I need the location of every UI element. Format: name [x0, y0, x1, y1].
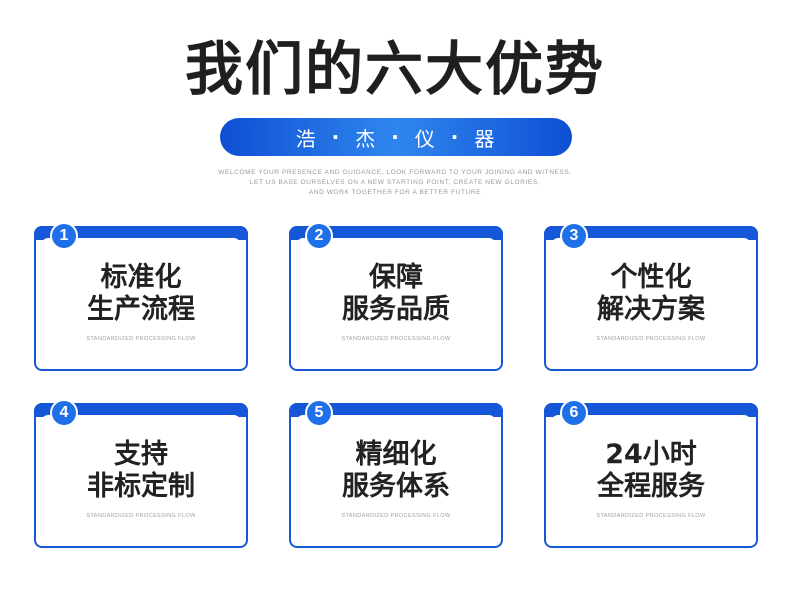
advantage-card-3: 3 个性化 解决方案 STANDARDIZED PROCESSING FLOW — [544, 222, 758, 371]
card-body — [552, 415, 750, 540]
tagline-line: WELCOME YOUR PRESENCE AND GUIDANCE, LOOK… — [218, 169, 572, 176]
card-heading: 支持 非标定制 — [36, 439, 246, 503]
card-header-band — [34, 403, 248, 417]
advantage-card-6: 6 24小时 全程服务 STANDARDIZED PROCESSING FLOW — [544, 399, 758, 548]
card-heading-line: 支持 — [114, 439, 168, 470]
card-body — [42, 238, 240, 363]
separator-dot: · — [391, 125, 401, 149]
card-heading: 标准化 生产流程 — [36, 262, 246, 326]
card-subtitle: STANDARDIZED PROCESSING FLOW — [596, 336, 706, 342]
card-heading-line: 全程服务 — [597, 471, 705, 502]
number-badge: 6 — [560, 399, 588, 427]
number-badge: 3 — [560, 222, 588, 250]
tagline-line: AND WORK TOGETHER FOR A BETTER FUTURE — [308, 189, 482, 196]
card-subtitle: STANDARDIZED PROCESSING FLOW — [596, 513, 706, 519]
card-heading: 保障 服务品质 — [291, 262, 501, 326]
card-heading-line: 24小时 — [605, 439, 697, 470]
card-subtitle: STANDARDIZED PROCESSING FLOW — [341, 513, 451, 519]
card-heading: 个性化 解决方案 — [546, 262, 756, 326]
card-heading-line: 标准化 — [100, 262, 182, 293]
card-heading-line: 生产流程 — [87, 294, 195, 325]
card-subtitle: STANDARDIZED PROCESSING FLOW — [86, 513, 196, 519]
card-body — [552, 238, 750, 363]
page-title: 我们的六大优势 — [184, 35, 605, 103]
card-heading: 精细化 服务体系 — [291, 439, 501, 503]
advantage-card-1: 1 标准化 生产流程 STANDARDIZED PROCESSING FLOW — [34, 222, 248, 371]
brand-banner: 浩 · 杰 · 仪 · 器 — [220, 118, 572, 156]
card-heading-line: 服务品质 — [342, 294, 450, 325]
card-header-band — [289, 226, 503, 240]
card-subtitle: STANDARDIZED PROCESSING FLOW — [86, 336, 196, 342]
brand-char: 仪 — [414, 126, 437, 151]
advantage-card-5: 5 精细化 服务体系 STANDARDIZED PROCESSING FLOW — [289, 399, 503, 548]
card-body — [297, 238, 495, 363]
separator-dot: · — [450, 125, 461, 149]
advantage-card-2: 2 保障 服务品质 STANDARDIZED PROCESSING FLOW — [289, 222, 503, 371]
card-heading-line: 个性化 — [610, 262, 692, 293]
card-body — [42, 415, 240, 540]
separator-dot: · — [331, 125, 342, 149]
card-heading-line: 解决方案 — [597, 294, 705, 325]
card-body — [297, 415, 495, 540]
tagline-line: LET US BASE OURSELVES ON A NEW STARTING … — [249, 179, 541, 186]
number-badge: 4 — [50, 399, 78, 427]
number-badge: 1 — [50, 222, 78, 250]
brand-char: 杰 — [355, 126, 378, 151]
advantage-card-4: 4 支持 非标定制 STANDARDIZED PROCESSING FLOW — [34, 399, 248, 548]
card-heading-line: 保障 — [369, 262, 423, 293]
brand-char: 浩 — [295, 126, 318, 151]
number-badge: 5 — [305, 399, 333, 427]
card-header-band — [289, 403, 503, 417]
card-heading-line: 服务体系 — [342, 471, 450, 502]
card-header-band — [34, 226, 248, 240]
tagline: WELCOME YOUR PRESENCE AND GUIDANCE, LOOK… — [180, 168, 610, 198]
card-subtitle: STANDARDIZED PROCESSING FLOW — [341, 336, 451, 342]
card-header-band — [544, 403, 758, 417]
brand-char: 器 — [474, 126, 497, 151]
card-heading-line: 精细化 — [355, 439, 437, 470]
card-heading: 24小时 全程服务 — [546, 439, 756, 503]
card-header-band — [544, 226, 758, 240]
card-heading-line: 非标定制 — [87, 471, 195, 502]
number-badge: 2 — [305, 222, 333, 250]
